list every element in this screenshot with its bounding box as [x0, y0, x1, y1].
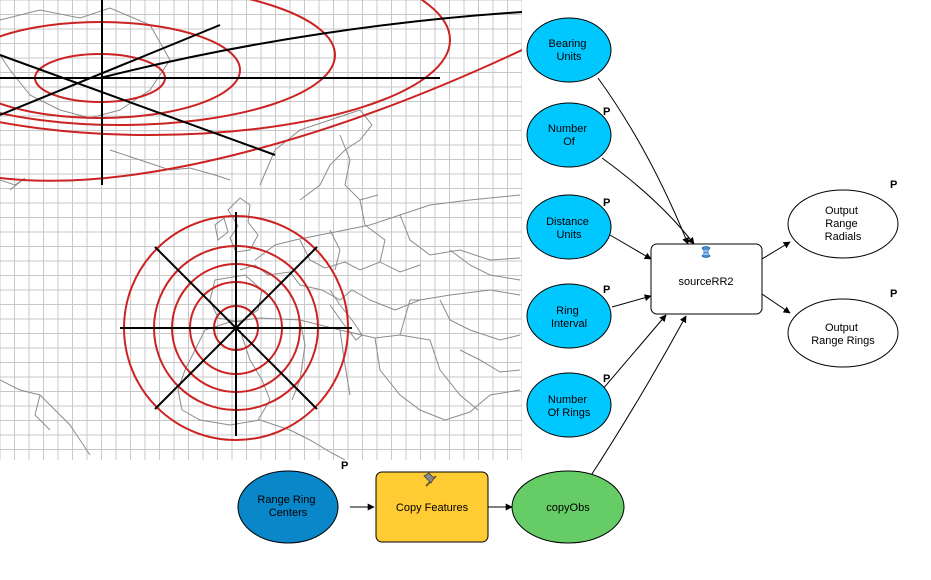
- node-ring-interval[interactable]: Ring Interval P: [526, 283, 612, 349]
- label-line: Bearing: [549, 38, 587, 50]
- label-line: Of Rings: [548, 407, 591, 419]
- label-line: Output: [825, 322, 858, 334]
- parameter-marker: P: [341, 460, 348, 472]
- node-output-range-radials[interactable]: Output Range Radials P: [787, 179, 899, 259]
- parameter-marker: P: [603, 284, 610, 296]
- connector-number-of: [601, 157, 695, 245]
- connector-output-radials: [761, 241, 791, 260]
- label-line: Range Ring: [257, 494, 315, 506]
- node-copy-features-tool[interactable]: Copy Features: [375, 471, 489, 543]
- node-number-of-rings[interactable]: Number Of Rings P: [526, 372, 612, 438]
- node-range-ring-centers[interactable]: Range Ring Centers P: [237, 460, 348, 544]
- script-icon: [701, 246, 711, 258]
- node-source-rr2-tool[interactable]: sourceRR2: [650, 243, 763, 315]
- label-line: Ring: [556, 305, 579, 317]
- node-label: Output Range Rings: [811, 322, 875, 347]
- node-label: copyObs: [546, 502, 590, 514]
- node-label: Distance Units: [546, 216, 592, 241]
- node-distance-units[interactable]: Distance Units P: [526, 194, 612, 260]
- connectors: [350, 77, 791, 511]
- map-view: [0, 0, 522, 460]
- node-bearing-units[interactable]: Bearing Units: [526, 17, 612, 83]
- parameter-marker: P: [603, 197, 610, 209]
- connector-distance-units: [609, 234, 652, 260]
- label-line: Units: [556, 229, 582, 241]
- node-label: Output Range Radials: [825, 205, 862, 243]
- hammer-icon: [423, 472, 437, 487]
- label-line: Output: [825, 205, 858, 217]
- parameter-marker: P: [890, 179, 897, 191]
- connector-number-of-rings: [601, 314, 667, 391]
- connector-ring-interval: [611, 294, 652, 308]
- tool-label: sourceRR2: [678, 276, 733, 288]
- connector-output-rings: [761, 293, 791, 314]
- node-copyobs[interactable]: copyObs: [511, 470, 625, 544]
- label-line: Range Rings: [811, 335, 875, 347]
- range-radials-south: [120, 212, 352, 436]
- range-radials-north: [0, 0, 522, 185]
- node-label: Number Of: [548, 123, 590, 148]
- tool-label: Copy Features: [396, 502, 469, 514]
- label-line: Radials: [825, 231, 862, 243]
- node-output-range-rings[interactable]: Output Range Rings P: [787, 288, 899, 368]
- node-label: Ring Interval: [551, 305, 587, 330]
- node-label: Number Of Rings: [548, 394, 591, 419]
- parameter-marker: P: [603, 106, 610, 118]
- label-line: Centers: [269, 507, 308, 519]
- label-line: Interval: [551, 318, 587, 330]
- parameter-marker: P: [603, 373, 610, 385]
- label-line: Range: [825, 218, 857, 230]
- node-label: Bearing Units: [549, 38, 590, 63]
- label-line: Of: [563, 136, 576, 148]
- label-line: Number: [548, 123, 587, 135]
- connector-bearing-units: [597, 77, 689, 245]
- parameter-marker: P: [890, 288, 897, 300]
- connector-copyobs: [589, 315, 687, 478]
- label-line: Distance: [546, 216, 589, 228]
- node-label: Range Ring Centers: [257, 494, 318, 519]
- node-number-of[interactable]: Number Of P: [526, 102, 612, 168]
- label-line: Units: [556, 51, 582, 63]
- label-line: Number: [548, 394, 587, 406]
